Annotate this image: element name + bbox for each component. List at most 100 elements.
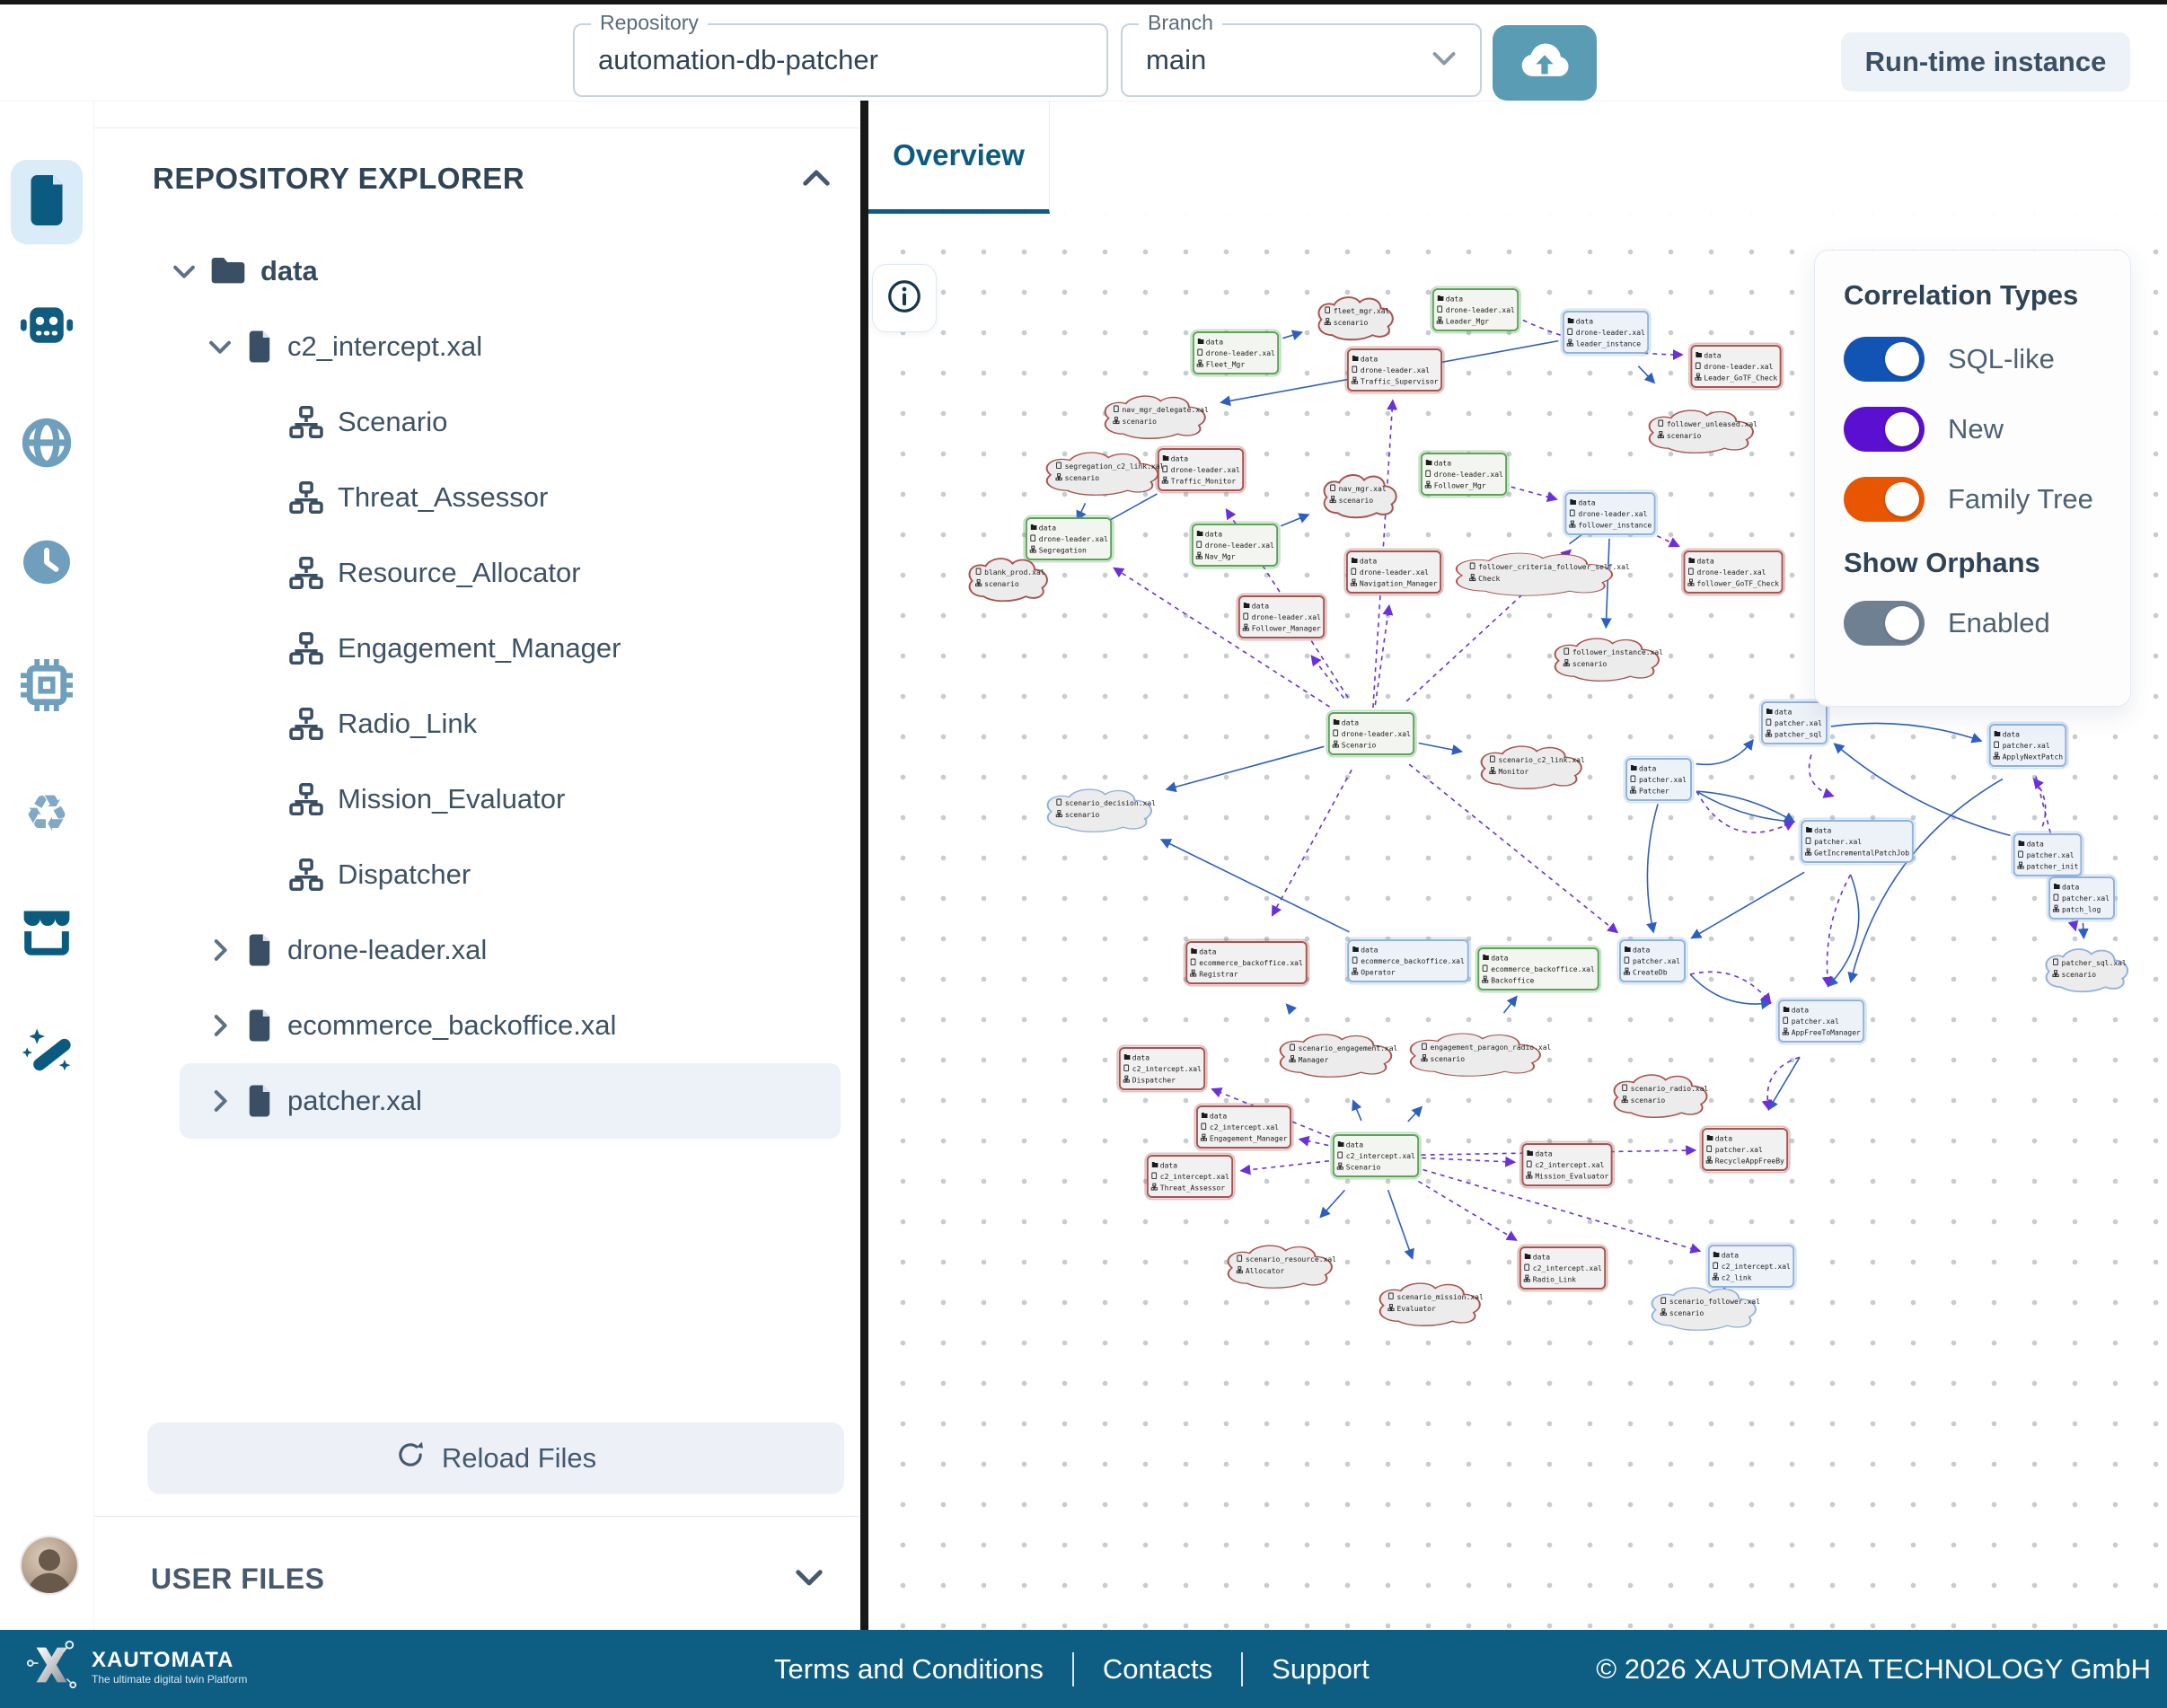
sidebar-item-network[interactable] bbox=[13, 410, 81, 479]
sidebar-item-marketplace[interactable] bbox=[13, 900, 81, 968]
tree-item-drone-leader-xal[interactable]: drone-leader.xal bbox=[93, 912, 860, 988]
chevron-down-icon[interactable] bbox=[169, 256, 199, 286]
reload-files-button[interactable]: Reload Files bbox=[147, 1422, 844, 1494]
svg-text:scenario: scenario bbox=[1122, 418, 1157, 426]
tree-item-ecommerce-backoffice-xal[interactable]: ecommerce_backoffice.xal bbox=[93, 988, 860, 1063]
user-files-section[interactable]: USER FILES bbox=[93, 1543, 860, 1615]
support-link[interactable]: Support bbox=[1272, 1652, 1370, 1685]
sidebar-item-assistant[interactable] bbox=[13, 1018, 81, 1087]
tree-item-threat-assessor[interactable]: Threat_Assessor bbox=[93, 460, 860, 535]
avatar[interactable] bbox=[22, 1537, 77, 1593]
sidebar-item-history[interactable] bbox=[13, 530, 81, 598]
collapse-panel-button[interactable] bbox=[797, 160, 835, 202]
orphans-toggle[interactable] bbox=[1844, 601, 1925, 646]
tree-item-mission-evaluator[interactable]: Mission_Evaluator bbox=[93, 762, 860, 837]
upload-button[interactable] bbox=[1493, 25, 1597, 101]
sidebar-item-bots[interactable] bbox=[13, 293, 81, 361]
chevron-right-icon[interactable] bbox=[205, 1010, 235, 1041]
terms-link[interactable]: Terms and Conditions bbox=[774, 1652, 1044, 1685]
panel-divider-handle[interactable] bbox=[860, 101, 868, 1630]
tab-overview[interactable]: Overview bbox=[868, 101, 1050, 214]
tree-item-engagement-manager[interactable]: Engagement_Manager bbox=[93, 611, 860, 686]
svg-text:Traffic_Monitor: Traffic_Monitor bbox=[1171, 478, 1236, 486]
chevron-down-icon[interactable] bbox=[205, 331, 235, 362]
tree-item-resource-allocator[interactable]: Resource_Allocator bbox=[93, 535, 860, 611]
runtime-instance-button[interactable]: Run-time instance bbox=[1841, 32, 2130, 92]
branch-select[interactable]: Branch main bbox=[1121, 11, 1482, 97]
sidebar-item-hardware[interactable] bbox=[13, 653, 81, 721]
repository-field[interactable]: Repository automation-db-patcher bbox=[573, 11, 1108, 97]
sidebar-item-recycle[interactable]: ♻ bbox=[13, 780, 81, 849]
info-button[interactable] bbox=[872, 264, 937, 332]
family-tree-toggle[interactable] bbox=[1844, 477, 1925, 522]
chevron-right-icon[interactable] bbox=[205, 1086, 235, 1116]
tree-item-patcher-xal[interactable]: patcher.xal bbox=[180, 1063, 841, 1139]
new-toggle[interactable] bbox=[1844, 407, 1925, 452]
tree-item-scenario[interactable]: Scenario bbox=[93, 384, 860, 460]
sql-like-toggle[interactable] bbox=[1844, 337, 1925, 382]
svg-text:c2_link: c2_link bbox=[1722, 1274, 1752, 1282]
tree-item-c2-intercept-xal[interactable]: c2_intercept.xal bbox=[93, 309, 860, 384]
tree-item-radio-link[interactable]: Radio_Link bbox=[93, 686, 860, 762]
sidebar-item-files[interactable] bbox=[11, 160, 83, 244]
svg-text:c2_intercept.xal: c2_intercept.xal bbox=[1210, 1123, 1279, 1131]
chevron-right-icon[interactable] bbox=[205, 935, 235, 965]
contacts-link[interactable]: Contacts bbox=[1102, 1652, 1213, 1685]
tree-item-data[interactable]: data bbox=[93, 233, 860, 309]
graph-edge-new bbox=[1271, 769, 1352, 917]
tree-item-dispatcher[interactable]: Dispatcher bbox=[93, 837, 860, 912]
svg-text:Follower_Mgr: Follower_Mgr bbox=[1434, 482, 1486, 490]
